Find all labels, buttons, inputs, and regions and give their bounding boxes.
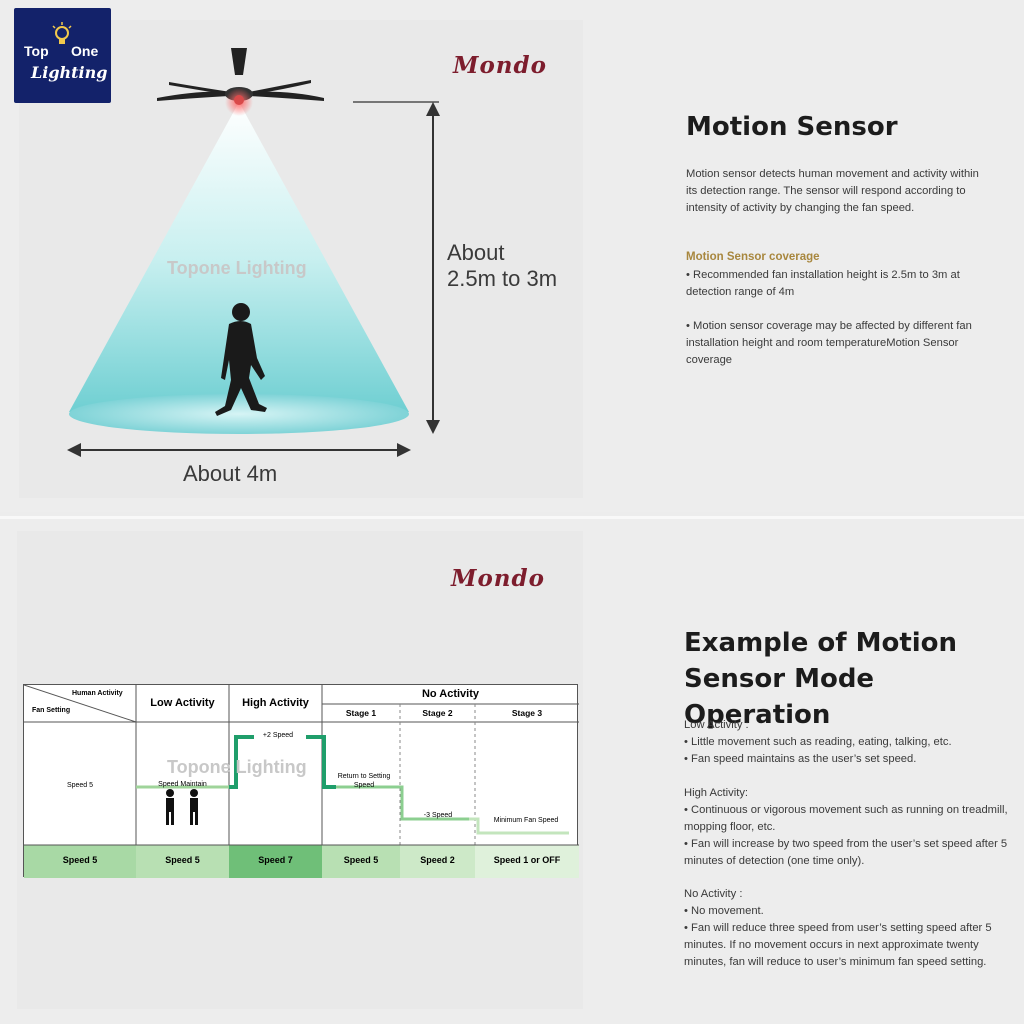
operation-table-grid — [24, 685, 579, 878]
col-stage-1: Stage 1 — [345, 708, 377, 718]
logo-word-lighting: Lighting — [31, 63, 108, 82]
watermark-2: Topone Lighting — [167, 757, 307, 777]
col-no-activity: No Activity — [421, 688, 480, 700]
low-activity-title: Low Activity : — [684, 719, 749, 731]
low-activity-bullet-1: • Little movement such as reading, eatin… — [684, 736, 952, 748]
top-one-lighting-logo: Top One Lighting — [14, 8, 111, 103]
footer-cell-1: Speed 5 — [62, 855, 98, 865]
col-stage-2: Stage 2 — [422, 708, 453, 718]
brand-logo-2: Mondo — [451, 565, 545, 592]
watermark: Topone Lighting — [167, 258, 307, 278]
logo-word-top: Top — [24, 43, 49, 59]
section1-intro: Motion sensor detects human movement and… — [686, 168, 979, 214]
no-activity-bullet-1: • No movement. — [684, 905, 764, 917]
arrow-up-icon — [426, 102, 440, 116]
detection-floor — [69, 394, 409, 434]
height-label-line2: 2.5m to 3m — [447, 266, 558, 291]
section2-title: Example of Motion Sensor Mode Operation — [684, 628, 958, 730]
brand-logo: Mondo — [453, 52, 547, 79]
note-speed-5: Speed 5 — [66, 782, 94, 789]
coverage-bullet-2: • Motion sensor coverage may be affected… — [686, 320, 972, 366]
arrow-down-icon — [426, 420, 440, 434]
coverage-subtitle: Motion Sensor coverage — [686, 251, 820, 263]
note-return-to-setting: Return to Setting Speed — [337, 773, 391, 789]
footer-cell-4: Speed 5 — [343, 855, 379, 865]
no-activity-bullet-2: • Fan will reduce three speed from user’… — [684, 922, 992, 968]
high-activity-title: High Activity: — [684, 787, 749, 799]
coverage-diagram — [67, 48, 440, 457]
low-activity-bullet-2: • Fan speed maintains as the user’s set … — [684, 753, 917, 765]
corner-header-activity: Human Activity — [72, 690, 123, 697]
arrow-left-icon — [67, 443, 81, 457]
lightbulb-icon — [52, 22, 72, 44]
footer-cell-6: Speed 1 or OFF — [493, 855, 561, 865]
arrow-right-icon — [397, 443, 411, 457]
footer-cell-2: Speed 5 — [165, 855, 200, 865]
section1-title: Motion Sensor — [686, 112, 898, 142]
width-label: About 4m — [183, 461, 278, 486]
footer-cell-3: Speed 7 — [258, 855, 293, 865]
note-minimum-fan-speed: Minimum Fan Speed — [493, 817, 559, 824]
detection-cone — [69, 102, 409, 412]
note-speed-maintain: Speed Maintain — [158, 781, 207, 788]
low-activity-block: Low Activity : • Little movement such as… — [684, 717, 1014, 768]
operation-table: Human Activity Fan Setting Low Activity … — [23, 684, 579, 878]
high-activity-bullet-1: • Continuous or vigorous movement such a… — [684, 804, 1008, 833]
logo-word-one: One — [71, 43, 99, 59]
sensor-coverage-illustration: About 2.5m to 3m About 4m Topone Lightin… — [19, 20, 583, 498]
high-activity-bullet-2: • Fan will increase by two speed from th… — [684, 838, 1008, 867]
col-stage-3: Stage 3 — [511, 708, 543, 718]
no-activity-title: No Activity : — [684, 888, 743, 900]
footer-cell-5: Speed 2 — [420, 855, 455, 865]
col-low-activity: Low Activity — [150, 697, 215, 709]
motion-sensor-panel: About 2.5m to 3m About 4m Topone Lightin… — [14, 8, 979, 498]
note-plus-2-speed: +2 Speed — [262, 732, 294, 739]
note-minus-3-speed: -3 Speed — [423, 812, 453, 819]
no-activity-block: No Activity : • No movement. • Fan will … — [684, 886, 1014, 971]
col-high-activity: High Activity — [242, 697, 309, 709]
walking-person-icon — [215, 303, 267, 416]
people-talking-icon — [166, 789, 198, 825]
ceiling-fan-icon — [157, 48, 324, 116]
high-activity-block: High Activity: • Continuous or vigorous … — [684, 785, 1014, 870]
corner-header-fan: Fan Setting — [32, 707, 71, 714]
height-label-line1: About — [447, 240, 505, 265]
coverage-bullet-1: • Recommended fan installation height is… — [686, 269, 960, 298]
